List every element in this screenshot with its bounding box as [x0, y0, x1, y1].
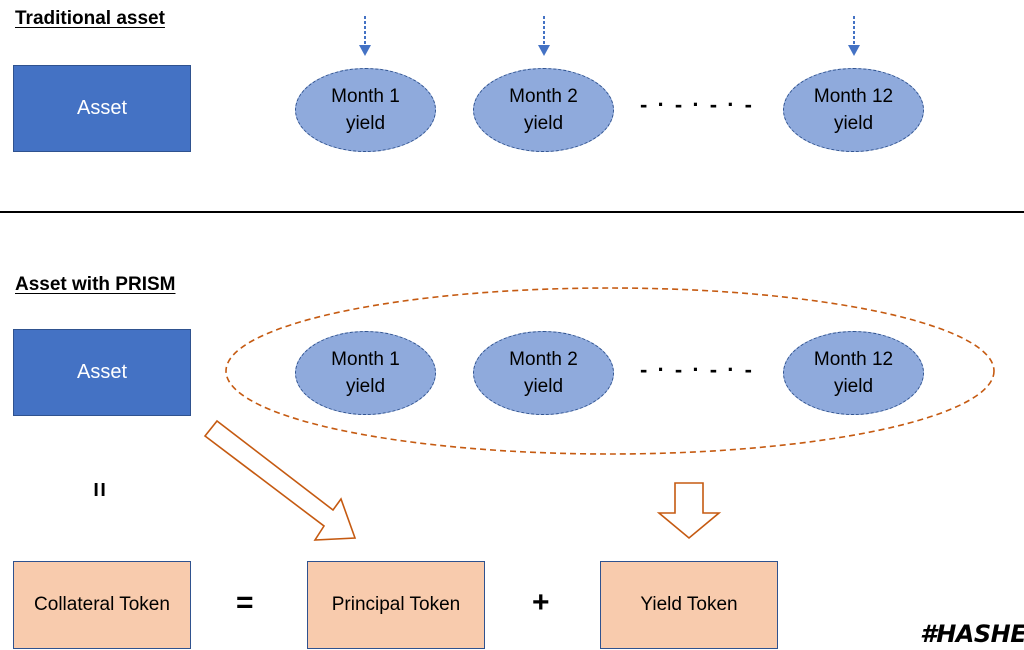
plus-sign: + — [532, 586, 550, 619]
asset-equals-collateral-sign: = — [86, 473, 116, 505]
principal-token-box: Principal Token — [307, 561, 485, 649]
yield-split-arrow-icon — [656, 482, 722, 540]
collateral-token-label: Collateral Token — [34, 594, 170, 615]
collateral-token-box: Collateral Token — [13, 561, 191, 649]
continuation-dashes: - · - · - · - — [640, 92, 754, 117]
yield-line2: yield — [345, 113, 386, 134]
prism-asset-heading: Asset with PRISM — [15, 274, 176, 295]
yield-line1: Month 1 — [331, 86, 400, 107]
continuation-dashes: - · - · - · - — [640, 357, 754, 382]
yield-line1: Month 2 — [509, 349, 578, 370]
yield-line2: yield — [345, 376, 386, 397]
yield-line1: Month 12 — [813, 86, 894, 107]
yield-arrow-2-icon — [538, 16, 550, 56]
hashed-logo: #HASHED — [920, 620, 1024, 648]
prism-yield-month-1: Month 1 yield — [295, 331, 436, 415]
principal-token-label: Principal Token — [331, 594, 461, 615]
yield-arrow-1-icon — [359, 16, 371, 56]
equals-sign: = — [236, 586, 254, 619]
yield-month-2: Month 2 yield — [473, 68, 614, 152]
yield-line1: Month 1 — [331, 349, 400, 370]
yield-line1: Month 12 — [813, 349, 894, 370]
prism-yield-month-2: Month 2 yield — [473, 331, 614, 415]
section-divider — [0, 211, 1024, 213]
yield-stream-group-outline — [225, 287, 995, 455]
yield-month-12: Month 12 yield — [783, 68, 924, 152]
yield-line2: yield — [833, 376, 874, 397]
yield-line2: yield — [523, 376, 564, 397]
yield-line2: yield — [523, 113, 564, 134]
yield-token-box: Yield Token — [600, 561, 778, 649]
equals-sign-rotated: = — [85, 481, 116, 497]
asset-label: Asset — [76, 97, 128, 119]
yield-month-1: Month 1 yield — [295, 68, 436, 152]
prism-asset-box: Asset — [13, 329, 191, 416]
principal-split-arrow-icon — [203, 419, 357, 541]
yield-arrow-12-icon — [848, 16, 860, 56]
traditional-asset-heading: Traditional asset — [15, 8, 165, 29]
prism-yield-month-12: Month 12 yield — [783, 331, 924, 415]
asset-label: Asset — [76, 361, 128, 383]
traditional-asset-box: Asset — [13, 65, 191, 152]
yield-token-label: Yield Token — [640, 594, 738, 615]
yield-line1: Month 2 — [509, 86, 578, 107]
yield-line2: yield — [833, 113, 874, 134]
